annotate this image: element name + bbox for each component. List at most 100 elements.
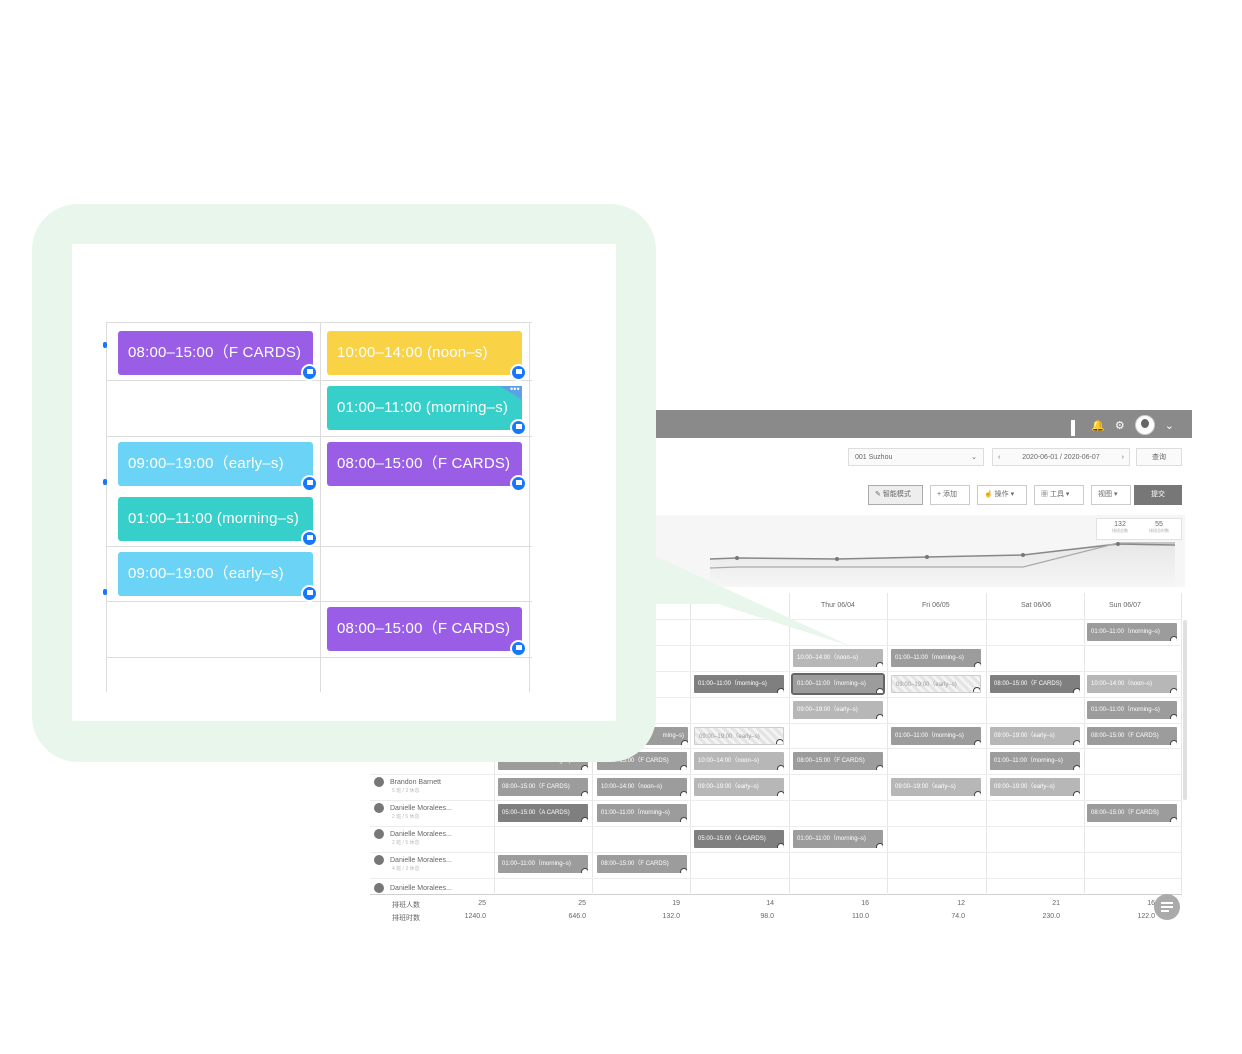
flag-icon[interactable]: [301, 364, 318, 381]
shift-block[interactable]: 09:00–19:00（early–s): [891, 778, 981, 796]
next-week-icon[interactable]: ›: [1121, 454, 1124, 461]
shift-block[interactable]: 09:00–19:00（early–s): [990, 727, 1080, 745]
person-row[interactable]: Brandon Barnett 5 班 / 3 休息: [374, 777, 441, 794]
shift-block[interactable]: 10:00–14:00（noon–s): [694, 752, 784, 770]
shift-block[interactable]: 01:00–11:00（morning–s): [694, 675, 784, 693]
avatar: [374, 855, 384, 865]
grid-line: [592, 593, 593, 893]
shift-block[interactable]: 01:00–11:00（morning–s): [793, 830, 883, 848]
flag-icon[interactable]: [301, 530, 318, 547]
store-select-value: 001 Suzhou: [855, 454, 893, 461]
shift-block[interactable]: 10:00–14:00（noon–s): [793, 649, 883, 667]
more-options-icon[interactable]: •••: [500, 386, 522, 400]
shift-block[interactable]: 05:00–15:00（A CARDS): [694, 830, 784, 848]
headcount-label: 排班人数: [392, 902, 420, 909]
user-avatar[interactable]: [1134, 415, 1155, 435]
hours-value: 646.0: [568, 913, 586, 920]
shift-block[interactable]: 10:00–14:00（noon–s): [597, 778, 687, 796]
shift-block[interactable]: 01:00–11:00（morning–s): [498, 752, 588, 770]
person-sub: 5 班 / 3 休息: [392, 788, 420, 794]
flag-icon[interactable]: [301, 585, 318, 602]
shift-block[interactable]: ming–s): [624, 727, 688, 745]
shift-card-early[interactable]: 09:00–19:00（early–s): [118, 442, 318, 492]
shift-label: 08:00–15:00（F CARDS): [128, 344, 302, 361]
chevron-down-icon[interactable]: ⌄: [1164, 419, 1174, 432]
shift-card-noon[interactable]: 10:00–14:00 (noon–s): [327, 331, 527, 381]
shift-block[interactable]: 09:00–19:00（early–s): [694, 778, 784, 796]
avatar: [374, 803, 384, 813]
shift-block[interactable]: 01:00–11:00（morning–s): [498, 855, 588, 873]
shift-block[interactable]: 01:00–11:00（morning–s): [597, 804, 687, 822]
flag-icon[interactable]: [510, 364, 527, 381]
add-button[interactable]: + 添加: [930, 485, 970, 505]
person-name: Danielle Moralees...: [390, 830, 452, 838]
grid-line: [370, 697, 1182, 698]
shift-card-morning[interactable]: 01:00–11:00 (morning–s): [118, 497, 318, 547]
date-range-picker[interactable]: ‹ 2020-06-01 / 2020-06-07 ›: [992, 448, 1130, 466]
headcount-value: 21: [1052, 900, 1060, 907]
view-button[interactable]: 视图 ▾: [1091, 485, 1131, 505]
avatar: [374, 777, 384, 787]
grid-line: [370, 619, 1182, 620]
shift-block[interactable]: 09:00–19:00（early–s): [793, 701, 883, 719]
grid-line: [106, 380, 532, 381]
shift-block[interactable]: 01:00–11:00（morning–s): [990, 752, 1080, 770]
hours-value: 110.0: [852, 913, 869, 920]
headcount-value: 25: [478, 900, 486, 907]
day-header: Thur 06/04: [821, 602, 855, 609]
shift-block[interactable]: 08:00–15:00（F CARDS): [498, 778, 588, 796]
person-row[interactable]: Danielle Moralees... 4 班 / 3 休息: [374, 855, 452, 872]
shift-block[interactable]: 09:00–19:00（early–s): [990, 778, 1080, 796]
shift-block[interactable]: 08:00–15:00（F CARDS): [597, 752, 687, 770]
headcount-value: 16: [1147, 900, 1155, 907]
shift-block[interactable]: 08:00–15:00（F CARDS): [990, 675, 1080, 693]
grid-line: [887, 593, 888, 893]
tools-button[interactable]: ▦ 工具 ▾: [1034, 485, 1084, 505]
shift-block[interactable]: 08:00–15:00（F CARDS): [793, 752, 883, 770]
tools-label: 工具: [1049, 491, 1064, 498]
shift-card-early[interactable]: 09:00–19:00（early–s): [118, 552, 318, 602]
shift-block-selected[interactable]: 01:00–11:00（morning–s): [791, 673, 885, 695]
shift-block[interactable]: 08:00–15:00（F CARDS): [1087, 727, 1177, 745]
shift-block[interactable]: 08:00–15:00（F CARDS): [1087, 804, 1177, 822]
person-row[interactable]: Danielle Moralees... 2 班 / 5 休息: [374, 829, 452, 846]
flag-icon[interactable]: [301, 475, 318, 492]
shift-block[interactable]: 05:00–15:00（A CARDS): [498, 804, 588, 822]
shift-card-f-cards[interactable]: 08:00–15:00（F CARDS): [118, 331, 318, 381]
shift-block-pending[interactable]: 09:00–19:00（early–s): [891, 675, 981, 693]
shift-label: 10:00–14:00 (noon–s): [337, 344, 488, 361]
store-select[interactable]: 001 Suzhou ⌄: [848, 448, 984, 466]
smart-mode-button[interactable]: ✎ 智能模式: [868, 485, 923, 505]
submit-button[interactable]: 提交: [1134, 485, 1182, 505]
person-name: Danielle Moralees...: [390, 856, 452, 864]
bell-icon[interactable]: 🔔: [1091, 419, 1105, 432]
vertical-scrollbar[interactable]: [1183, 620, 1187, 800]
shift-label: 01:00–11:00 (morning–s): [128, 510, 300, 527]
query-button[interactable]: 查询: [1136, 448, 1182, 466]
plus-icon: +: [937, 491, 942, 498]
person-row[interactable]: Danielle Moralees...: [374, 883, 452, 893]
shift-block[interactable]: 01:00–11:00（morning–s): [891, 649, 981, 667]
apps-grid-icon[interactable]: [1071, 420, 1081, 436]
gear-icon[interactable]: ⚙: [1114, 419, 1125, 432]
edge-marker: [103, 589, 107, 595]
person-name: Danielle Moralees...: [390, 884, 452, 892]
operate-button[interactable]: ☝ 操作 ▾: [977, 485, 1027, 505]
shift-block[interactable]: 01:00–11:00（morning–s): [1087, 623, 1177, 641]
shift-block[interactable]: 10:00–14:00（noon–s): [1087, 675, 1177, 693]
shift-block[interactable]: 01:00–11:00（morning–s): [891, 727, 981, 745]
chevron-down-icon: ⌄: [971, 454, 977, 461]
grid-line: [370, 645, 1182, 646]
shift-block[interactable]: 08:00–15:00（F CARDS): [597, 855, 687, 873]
prev-week-icon[interactable]: ‹: [998, 454, 1001, 461]
shift-block[interactable]: 01:00–11:00（morning–s): [1087, 701, 1177, 719]
shift-block-pending[interactable]: 09:00–19:00（early–s): [694, 727, 784, 745]
person-row[interactable]: Danielle Moralees... 2 班 / 5 休息: [374, 803, 452, 820]
hours-value: 74.0: [951, 913, 965, 920]
menu-fab[interactable]: [1154, 894, 1180, 920]
grid-line: [370, 826, 1182, 827]
person-name: Danielle Moralees...: [390, 804, 452, 812]
edge-marker: [103, 479, 107, 485]
